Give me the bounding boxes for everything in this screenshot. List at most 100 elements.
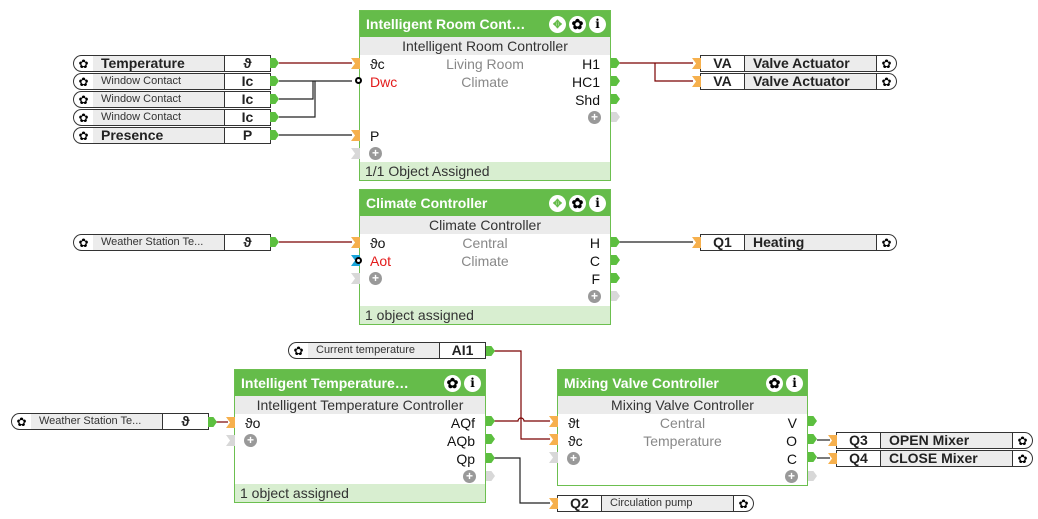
input-object-window-contact[interactable]: ✿ Window Contact Ic — [73, 73, 271, 90]
gear-icon[interactable]: ✿ — [73, 109, 93, 126]
input-pin[interactable] — [549, 498, 558, 509]
input-pin[interactable] — [828, 435, 837, 446]
climate-controller-block[interactable]: Climate Controller ✥ ✿ i Climate Control… — [359, 189, 611, 325]
add-input-icon[interactable]: + — [567, 452, 580, 465]
add-input-pin[interactable] — [351, 148, 360, 159]
gear-icon[interactable]: ✿ — [73, 55, 93, 72]
add-output-pin[interactable] — [808, 471, 817, 481]
output-pin[interactable] — [486, 453, 495, 463]
input-object-presence[interactable]: ✿ Presence P — [73, 127, 271, 144]
input-object-current-temperature[interactable]: ✿ Current temperature AI1 — [288, 342, 486, 359]
output-object-circulation-pump[interactable]: Q2 Circulation pump ✿ — [557, 495, 754, 512]
output-pin[interactable] — [808, 416, 817, 426]
add-input-icon[interactable]: + — [244, 434, 257, 447]
move-icon[interactable]: ✥ — [549, 15, 566, 33]
gear-icon[interactable]: ✿ — [73, 73, 93, 90]
block-header[interactable]: Climate Controller ✥ ✿ i — [360, 190, 610, 216]
block-footer[interactable]: 1 object assigned — [235, 484, 485, 502]
add-output-icon[interactable]: + — [588, 290, 601, 303]
output-pin[interactable] — [270, 112, 279, 122]
block-header[interactable]: Intelligent Temperature… ✿ i — [235, 370, 485, 396]
output-pin[interactable] — [808, 434, 817, 444]
gear-icon[interactable]: ✿ — [288, 342, 308, 359]
add-output-icon[interactable]: + — [588, 111, 601, 124]
input-object-window-contact[interactable]: ✿ Window Contact Ic — [73, 91, 271, 108]
negated-input-pin[interactable] — [355, 77, 362, 84]
add-output-pin[interactable] — [486, 471, 495, 481]
gear-icon[interactable]: ✿ — [73, 91, 93, 108]
output-pin[interactable] — [270, 58, 279, 68]
input-pin[interactable] — [828, 453, 837, 464]
info-icon[interactable]: i — [589, 15, 606, 33]
add-output-icon[interactable]: + — [463, 470, 476, 483]
gear-icon[interactable]: ✿ — [766, 374, 783, 392]
input-pin[interactable] — [692, 76, 701, 87]
input-object-temperature[interactable]: ✿ Temperature ϑ — [73, 55, 271, 72]
gear-icon[interactable]: ✿ — [877, 234, 897, 251]
add-output-icon[interactable]: + — [785, 470, 798, 483]
block-header[interactable]: Intelligent Room Cont… ✥ ✿ i — [360, 11, 610, 37]
gear-icon[interactable]: ✿ — [73, 127, 93, 144]
gear-icon[interactable]: ✿ — [734, 495, 754, 512]
output-pin[interactable] — [486, 434, 495, 444]
input-pin[interactable] — [692, 237, 701, 248]
block-footer[interactable]: 1/1 Object Assigned — [360, 162, 610, 180]
output-label-c: C — [786, 451, 797, 467]
info-icon[interactable]: i — [464, 374, 481, 392]
add-input-pin[interactable] — [226, 435, 235, 446]
block-footer[interactable]: 1 object assigned — [360, 306, 610, 324]
output-pin[interactable] — [611, 94, 620, 104]
input-pin[interactable] — [549, 434, 558, 445]
input-pin[interactable] — [351, 130, 360, 141]
input-pin[interactable] — [549, 416, 558, 427]
output-pin[interactable] — [611, 237, 620, 247]
output-pin[interactable] — [208, 417, 217, 427]
output-pin[interactable] — [611, 76, 620, 86]
gear-icon[interactable]: ✿ — [1013, 432, 1033, 449]
intelligent-room-controller-block[interactable]: Intelligent Room Cont… ✥ ✿ i Intelligent… — [359, 10, 611, 181]
add-input-pin[interactable] — [351, 273, 360, 284]
gear-icon[interactable]: ✿ — [444, 374, 461, 392]
output-pin[interactable] — [270, 130, 279, 140]
output-object-valve-actuator[interactable]: VA Valve Actuator ✿ — [700, 73, 897, 90]
input-pin[interactable] — [351, 58, 360, 69]
info-icon[interactable]: i — [786, 374, 803, 392]
output-pin[interactable] — [270, 76, 279, 86]
add-output-pin[interactable] — [611, 291, 620, 301]
gear-icon[interactable]: ✿ — [1013, 450, 1033, 467]
output-object-close-mixer[interactable]: Q4 CLOSE Mixer ✿ — [836, 450, 1033, 467]
output-object-open-mixer[interactable]: Q3 OPEN Mixer ✿ — [836, 432, 1033, 449]
gear-icon[interactable]: ✿ — [877, 73, 897, 90]
gear-icon[interactable]: ✿ — [877, 55, 897, 72]
output-pin[interactable] — [270, 94, 279, 104]
output-object-heating[interactable]: Q1 Heating ✿ — [700, 234, 897, 251]
input-object-weather-station[interactable]: ✿ Weather Station Te... ϑ — [73, 234, 271, 251]
block-header[interactable]: Mixing Valve Controller ✿ i — [558, 370, 807, 396]
add-input-pin[interactable] — [549, 452, 558, 463]
add-output-pin[interactable] — [611, 112, 620, 122]
output-pin[interactable] — [486, 346, 495, 356]
gear-icon[interactable]: ✿ — [73, 234, 93, 251]
add-input-icon[interactable]: + — [369, 147, 382, 160]
input-pin[interactable] — [351, 237, 360, 248]
input-pin[interactable] — [226, 417, 235, 428]
output-pin[interactable] — [270, 237, 279, 247]
gear-icon[interactable]: ✿ — [11, 413, 31, 430]
input-object-window-contact[interactable]: ✿ Window Contact Ic — [73, 109, 271, 126]
add-input-icon[interactable]: + — [369, 272, 382, 285]
output-object-valve-actuator[interactable]: VA Valve Actuator ✿ — [700, 55, 897, 72]
negated-input-pin[interactable] — [355, 257, 362, 264]
output-pin[interactable] — [611, 58, 620, 68]
info-icon[interactable]: i — [589, 194, 606, 212]
input-object-weather-station[interactable]: ✿ Weather Station Te... ϑ — [11, 413, 209, 430]
output-pin[interactable] — [486, 416, 495, 426]
output-pin[interactable] — [808, 452, 817, 462]
output-pin[interactable] — [611, 273, 620, 283]
intelligent-temperature-controller-block[interactable]: Intelligent Temperature… ✿ i Intelligent… — [234, 369, 486, 503]
gear-icon[interactable]: ✿ — [569, 15, 586, 33]
output-pin[interactable] — [611, 255, 620, 265]
move-icon[interactable]: ✥ — [549, 194, 566, 212]
input-pin[interactable] — [692, 58, 701, 69]
mixing-valve-controller-block[interactable]: Mixing Valve Controller ✿ i Mixing Valve… — [557, 369, 808, 486]
gear-icon[interactable]: ✿ — [569, 194, 586, 212]
